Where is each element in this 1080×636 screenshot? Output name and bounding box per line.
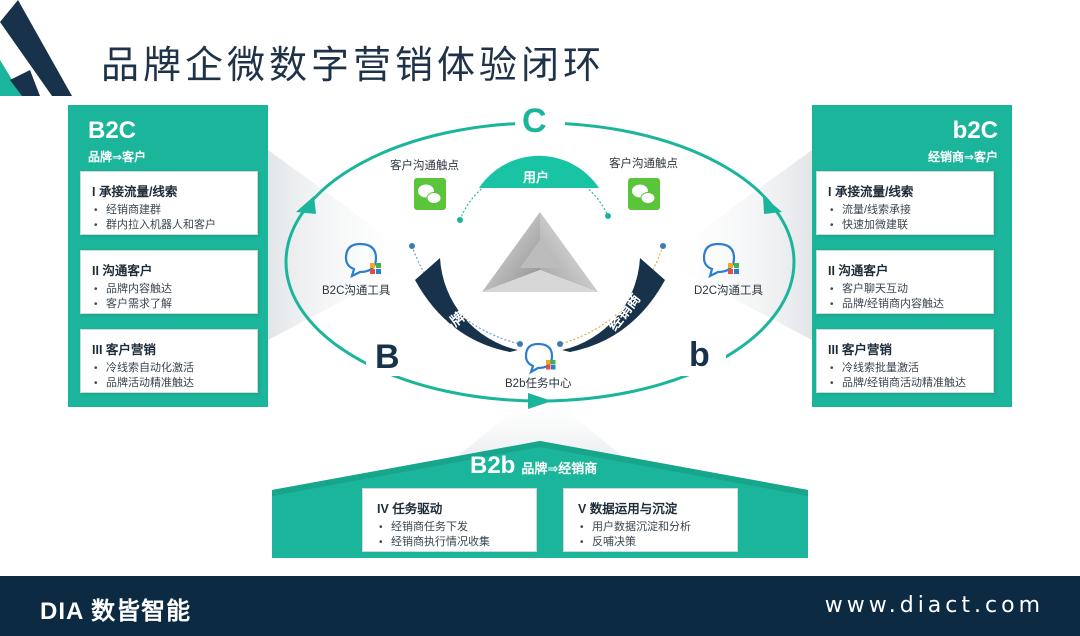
arrow-right <box>763 196 782 214</box>
card-title: V 数据运用与沉淀 <box>578 502 678 516</box>
dealer-b2c-subheading: 经销商⇒客户 <box>927 150 998 164</box>
card-item: 流量/线索承接 <box>828 203 983 218</box>
b2c-card-2: II 沟通客户 品牌内容触达 客户需求了解 <box>80 250 258 314</box>
arrow-left <box>296 196 316 214</box>
wechat-icon-right <box>628 178 660 210</box>
b2b-card-1: IV 任务驱动 经销商任务下发 经销商执行情况收集 <box>362 488 537 552</box>
dealer-segment <box>562 258 665 352</box>
card-item: 用户数据沉淀和分析 <box>578 520 727 535</box>
b2c-subheading: 品牌⇒客户 <box>88 150 147 164</box>
b2c-card-1: I 承接流量/线索 经销商建群 群内拉入机器人和客户 <box>80 171 258 235</box>
card-title: II 沟通客户 <box>828 264 889 278</box>
dealer-card-2: II 沟通客户 客户聊天互动 品牌/经销商内容触达 <box>816 250 994 314</box>
b2b-heading-group: B2b 品牌⇒经销商 <box>470 452 597 480</box>
user-label: 用户 <box>523 170 550 185</box>
chat-tool-icon-left <box>344 242 381 279</box>
card-item: 冷线索批量激活 <box>828 361 983 376</box>
card-item: 品牌/经销商内容触达 <box>828 297 983 312</box>
touchpoint-right-label: 客户沟通触点 <box>609 158 678 170</box>
b2c-panel: B2C 品牌⇒客户 I 承接流量/线索 经销商建群 群内拉入机器人和客户 II … <box>68 105 268 407</box>
card-title: I 承接流量/线索 <box>92 185 178 199</box>
card-item: 群内拉入机器人和客户 <box>92 218 247 233</box>
wechat-icon-left <box>414 178 446 210</box>
b2b-heading: B2b <box>470 452 516 479</box>
footer-bar: DIA 数皆智能 www.diact.com <box>0 576 1080 636</box>
footer-brand-logo: DIA 数皆智能 <box>40 598 192 625</box>
dealer-b2c-heading: b2C <box>952 117 998 144</box>
logo-mark <box>0 0 72 96</box>
card-item: 客户需求了解 <box>92 297 247 312</box>
page-title: 品牌企微数字营销体验闭环 <box>101 43 606 87</box>
card-item: 品牌/经销商活动精准触达 <box>828 376 983 391</box>
ray-left <box>268 150 420 340</box>
card-item: 品牌内容触达 <box>92 282 247 297</box>
tool-left-label: B2C沟通工具 <box>322 285 391 297</box>
ray-right <box>660 150 812 340</box>
card-title: IV 任务驱动 <box>377 502 443 516</box>
inner-arc-right <box>559 245 664 345</box>
card-item: 反哺决策 <box>578 535 727 550</box>
user-segment <box>479 155 599 188</box>
b2c-card-3: III 客户营销 冷线索自动化激活 品牌活动精准触达 <box>80 329 258 393</box>
card-title: III 客户营销 <box>828 343 892 357</box>
letter-c: C <box>522 102 547 140</box>
task-center-label: B2b任务中心 <box>505 378 572 390</box>
dealer-card-1: I 承接流量/线索 流量/线索承接 快速加微建联 <box>816 171 994 235</box>
letter-b-lower: b <box>689 336 710 374</box>
chat-tool-icon-bottom <box>524 342 556 375</box>
card-title: I 承接流量/线索 <box>828 185 914 199</box>
card-item: 经销商执行情况收集 <box>377 535 526 550</box>
footer-url: www.diact.com <box>824 593 1044 618</box>
dealer-b2c-panel: b2C 经销商⇒客户 I 承接流量/线索 流量/线索承接 快速加微建联 II 沟… <box>812 105 1012 407</box>
chat-tool-icon-right <box>702 242 739 279</box>
center-pyramid <box>482 212 540 292</box>
card-title: III 客户营销 <box>92 343 156 357</box>
card-title: II 沟通客户 <box>92 264 153 278</box>
card-item: 经销商任务下发 <box>377 520 526 535</box>
touchpoint-left-label: 客户沟通触点 <box>390 160 459 172</box>
tool-right-label: D2C沟通工具 <box>694 285 764 297</box>
b2b-card-2: V 数据运用与沉淀 用户数据沉淀和分析 反哺决策 <box>563 488 738 552</box>
b2b-subheading: 品牌⇒经销商 <box>521 461 598 476</box>
card-item: 冷线索自动化激活 <box>92 361 247 376</box>
letter-b-upper: B <box>375 338 400 376</box>
dealer-card-3: III 客户营销 冷线索批量激活 品牌/经销商活动精准触达 <box>816 329 994 393</box>
card-item: 客户聊天互动 <box>828 282 983 297</box>
b2c-heading: B2C <box>88 117 137 144</box>
card-item: 快速加微建联 <box>828 218 983 233</box>
card-item: 品牌活动精准触达 <box>92 376 247 391</box>
ray-bottom <box>440 390 640 470</box>
card-item: 经销商建群 <box>92 203 247 218</box>
arrow-bottom <box>528 393 552 409</box>
brand-segment <box>415 258 518 352</box>
